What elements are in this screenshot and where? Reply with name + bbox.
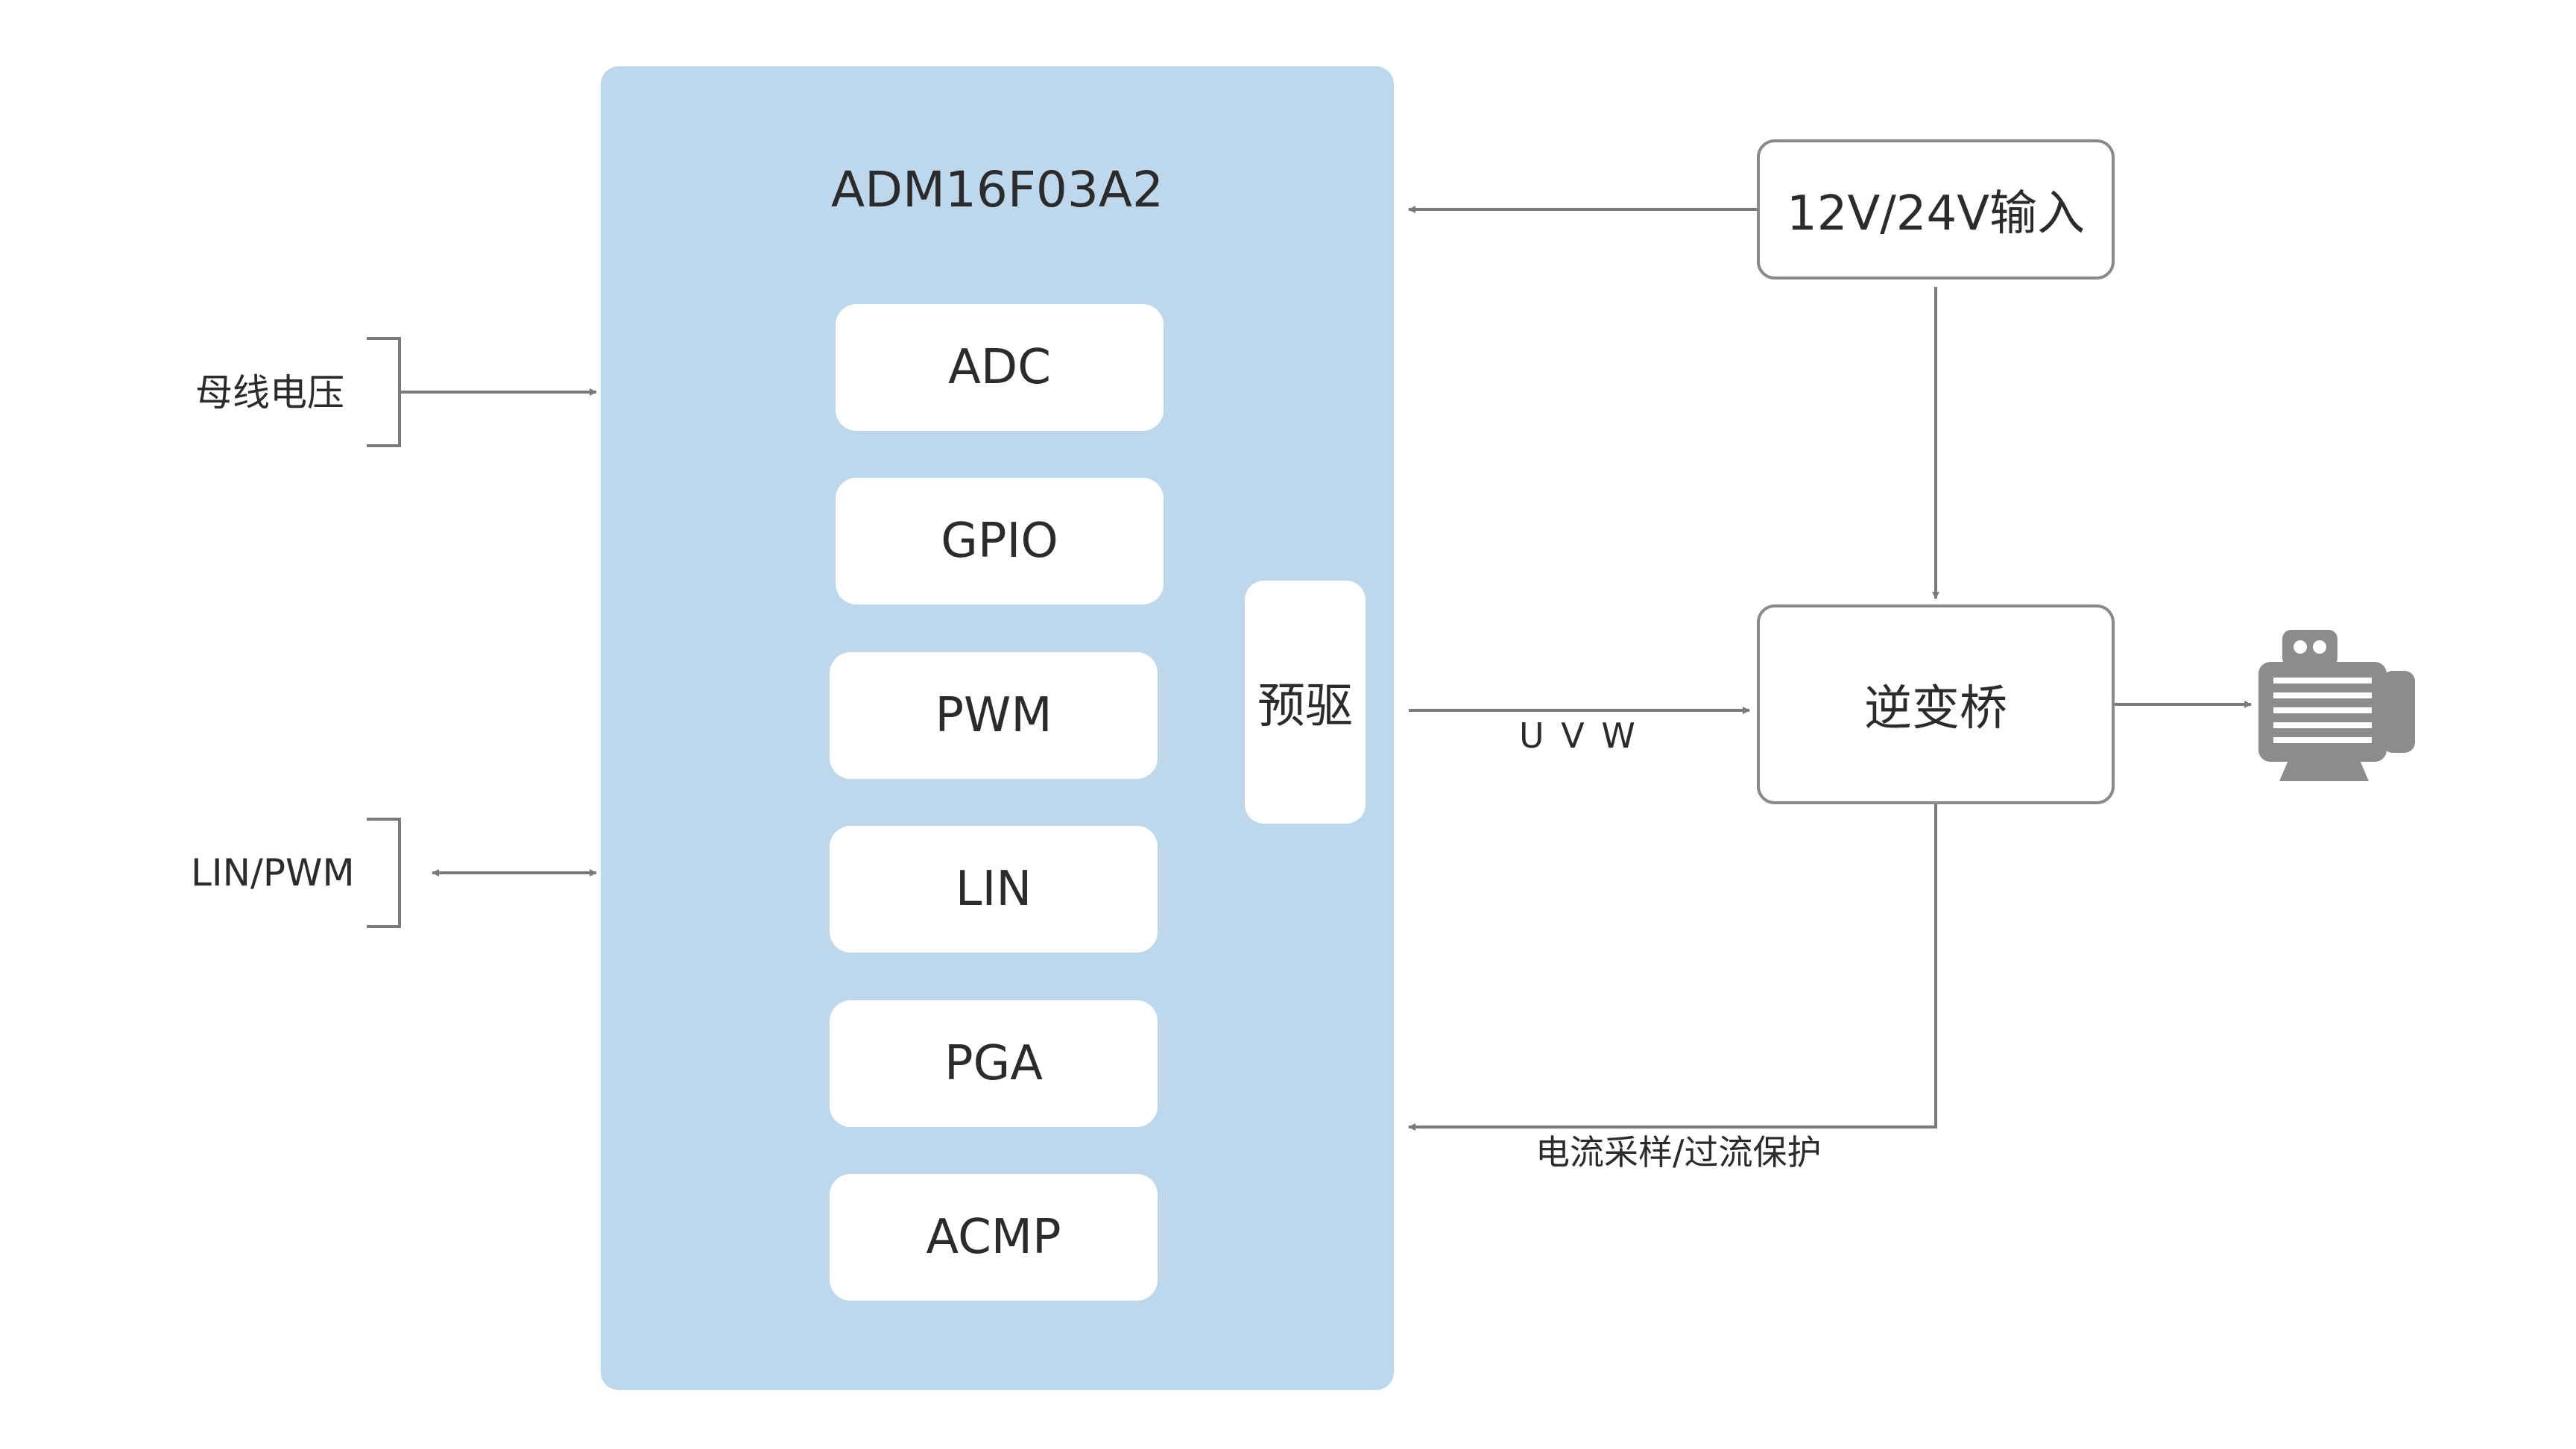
bus-voltage-bracket [367, 337, 401, 447]
power-input-box: 12V/24V输入 [1757, 139, 2115, 280]
module-pwm: PWM [830, 652, 1158, 779]
module-adc: ADC [836, 304, 1164, 431]
motor-icon [2258, 630, 2415, 781]
feedback-line [1408, 804, 1937, 1131]
inverter-bridge-box: 逆变桥 [1757, 604, 2115, 804]
module-acmp: ACMP [830, 1174, 1158, 1301]
lin-pwm-bracket [367, 818, 401, 928]
module-gpio: GPIO [836, 478, 1164, 604]
predriver-block: 预驱 [1245, 581, 1366, 824]
feedback-label: 电流采样/过流保护 [1535, 1132, 1822, 1172]
bus-voltage-label: 母线电压 [195, 371, 344, 414]
module-lin: LIN [830, 826, 1158, 953]
module-pga: PGA [830, 1000, 1158, 1127]
lin-pwm-label: LIN/PWM [191, 851, 355, 894]
uvw-label: U V W [1519, 716, 1638, 756]
chip-title: ADM16F03A2 [831, 161, 1164, 218]
